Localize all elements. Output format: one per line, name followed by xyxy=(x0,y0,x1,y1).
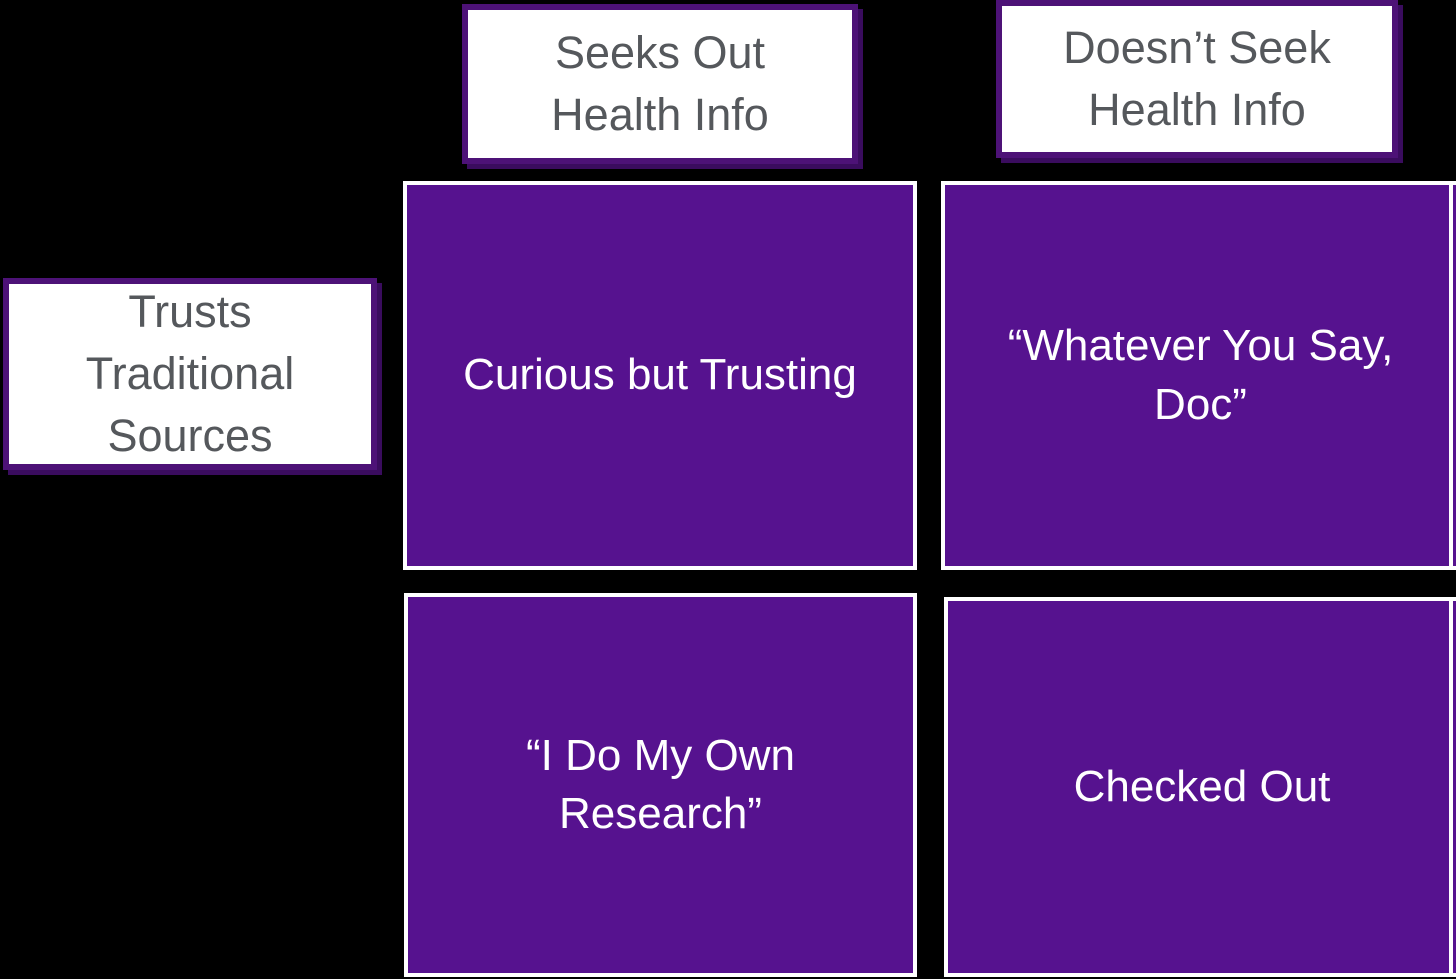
column-header-doesnt-seek-health-info: Doesn’t Seek Health Info xyxy=(996,0,1398,158)
quadrant-i-do-my-own-research: “I Do My Own Research” xyxy=(404,593,917,977)
column-header-seeks-out-health-info: Seeks Out Health Info xyxy=(462,4,858,164)
quadrant-curious-but-trusting: Curious but Trusting xyxy=(403,181,917,570)
row-header-trusts-traditional-sources: Trusts Traditional Sources xyxy=(3,278,377,470)
quadrant-checked-out: Checked Out xyxy=(944,597,1456,977)
quadrant-whatever-you-say-doc: “Whatever You Say, Doc” xyxy=(941,181,1456,570)
